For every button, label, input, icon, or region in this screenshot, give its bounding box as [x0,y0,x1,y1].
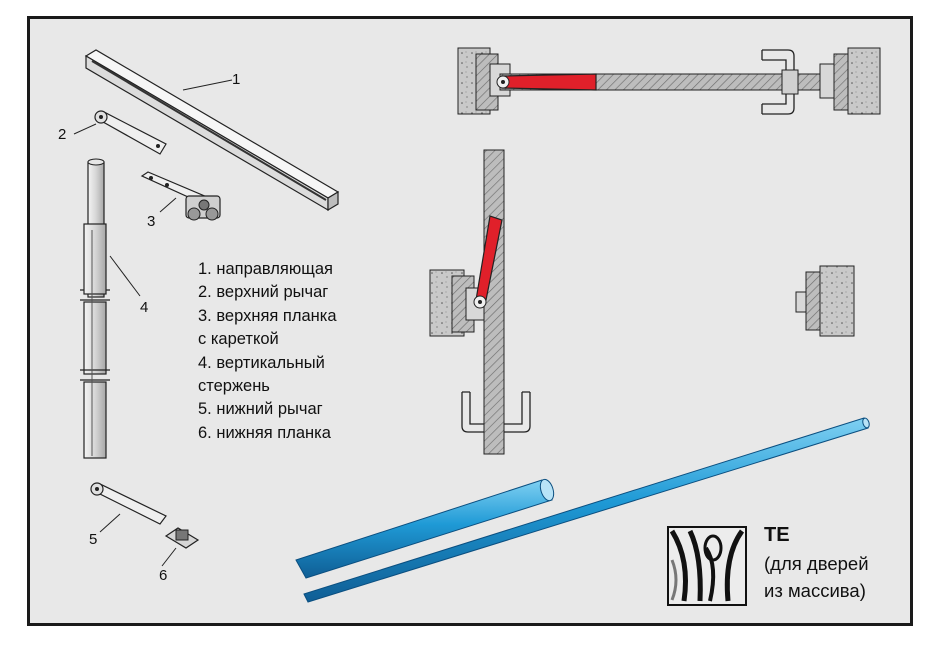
badge-title: TE [764,524,790,546]
upper-lever [73,110,167,155]
legend-line: 2. верхний рычаг [198,283,329,302]
upper-plate-carriage [140,171,221,221]
legend-line: 5. нижний рычаг [198,400,323,419]
legend-line: 6. нижняя планка [198,423,331,442]
wall-detail-right [795,265,855,337]
legend-line: с кареткой [198,330,279,349]
callout-1: 1 [232,71,241,88]
door-top-view-closed [457,47,881,115]
door-top-view-open [429,149,531,455]
badge-line-1: (для дверей [764,553,869,574]
badge-line-2: из массива) [764,580,866,601]
lower-lever [90,482,167,533]
lower-plate [161,527,200,567]
vertical-rod [80,158,141,459]
guide-rail [84,49,340,212]
legend-line: 4. вертикальный [198,353,325,372]
callout-2: 2 [58,126,67,143]
callout-5: 5 [89,531,98,548]
parts-legend: 1. направляющая 2. верхний рычаг 3. верх… [198,258,398,445]
callout-3: 3 [147,213,156,230]
blue-rods [295,417,870,603]
legend-line: 3. верхняя планка [198,306,337,325]
wood-grain-badge [667,526,747,606]
callout-4: 4 [140,299,149,316]
legend-line: стержень [198,377,270,396]
callout-6: 6 [159,567,168,584]
legend-line: 1. направляющая [198,260,333,278]
